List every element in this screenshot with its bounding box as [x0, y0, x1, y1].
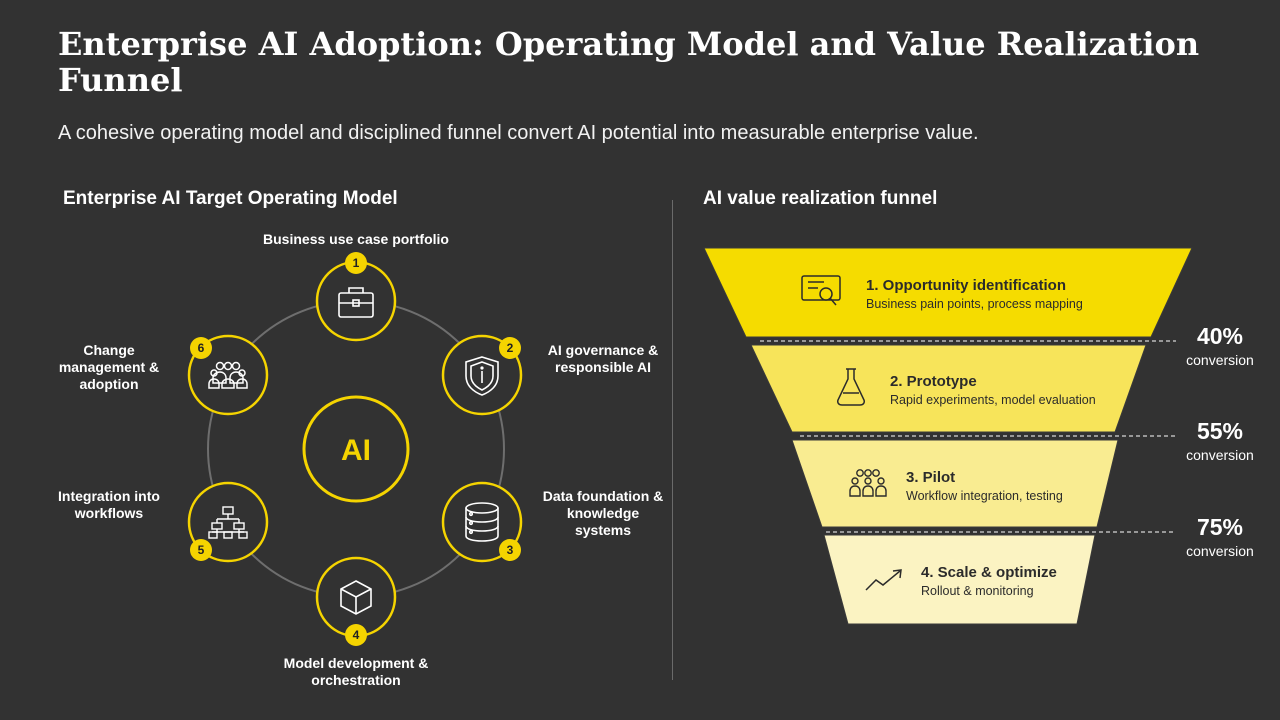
- node-change-management[interactable]: 6: [187, 334, 269, 416]
- conversion-stage1-to-2: 40% conversion: [1186, 323, 1254, 368]
- node-number: 3: [507, 543, 514, 557]
- node-label-business-use-case: Business use case portfolio: [263, 231, 449, 247]
- value-funnel: 1. Opportunity identification Business p…: [703, 247, 1254, 625]
- briefcase-icon: [338, 287, 374, 318]
- operating-model-diagram: AI 1 2: [187, 252, 523, 646]
- database-icon: [465, 502, 499, 542]
- node-number-badge: [345, 252, 367, 274]
- conversion-label: conversion: [1186, 447, 1254, 463]
- node-circle: [187, 481, 269, 563]
- cube-icon: [340, 580, 372, 615]
- node-business-use-case[interactable]: 1: [315, 252, 397, 342]
- funnel-stage-pilot[interactable]: 3. Pilot Workflow integration, testing: [791, 439, 1119, 528]
- stage-title: 1. Opportunity identification: [866, 277, 1066, 294]
- stage-shape: [823, 534, 1096, 625]
- node-number-badge: [499, 539, 521, 561]
- node-number-badge: [190, 539, 212, 561]
- node-number: 4: [353, 628, 360, 642]
- stage-description: Rapid experiments, model evaluation: [890, 393, 1096, 407]
- workflow-icon: [208, 506, 248, 539]
- stage-title: 2. Prototype: [890, 373, 977, 390]
- conversion-stage3-to-4: 75% conversion: [1186, 514, 1254, 559]
- flask-icon: [837, 368, 865, 406]
- node-number-badge: [499, 337, 521, 359]
- funnel-stage-opportunity[interactable]: 1. Opportunity identification Business p…: [703, 247, 1193, 338]
- node-number: 2: [507, 341, 514, 355]
- page-title: Enterprise AI Adoption: Operating Model …: [58, 25, 1200, 99]
- funnel-stage-scale[interactable]: 4. Scale & optimize Rollout & monitoring: [823, 534, 1096, 625]
- node-label-integration-workflows: Integration into workflows: [58, 488, 160, 521]
- page-subtitle: A cohesive operating model and disciplin…: [58, 122, 979, 144]
- stage-title: 3. Pilot: [906, 469, 955, 486]
- node-label-data-foundation: Data foundation & knowledge systems: [542, 488, 664, 538]
- node-number-badge: [190, 337, 212, 359]
- node-number-badge: [345, 624, 367, 646]
- node-model-development[interactable]: 4: [315, 556, 397, 646]
- document-search-icon: [801, 275, 841, 306]
- node-number: 1: [353, 256, 360, 270]
- stage-description: Rollout & monitoring: [921, 584, 1034, 598]
- shield-icon: [465, 356, 499, 396]
- stage-shape: [750, 344, 1147, 433]
- stage-title: 4. Scale & optimize: [921, 564, 1057, 581]
- center-node: AI: [302, 395, 410, 503]
- funnel-heading: AI value realization funnel: [703, 188, 938, 209]
- conversion-value: 40%: [1197, 323, 1243, 349]
- stage-description: Workflow integration, testing: [906, 489, 1063, 503]
- conversion-value: 55%: [1197, 418, 1243, 444]
- stage-description: Business pain points, process mapping: [866, 297, 1083, 311]
- conversion-label: conversion: [1186, 352, 1254, 368]
- people-icon: [208, 361, 248, 389]
- center-label: AI: [341, 434, 371, 467]
- node-number: 5: [198, 543, 205, 557]
- conversion-value: 75%: [1197, 514, 1243, 540]
- stage-shape: [791, 439, 1119, 528]
- conversion-label: conversion: [1186, 543, 1254, 559]
- node-integration-workflows[interactable]: 5: [187, 481, 269, 563]
- stage-shape: [703, 247, 1193, 338]
- trend-up-icon: [865, 569, 902, 591]
- node-label-change-management: Change management & adoption: [58, 342, 160, 392]
- node-number: 6: [198, 341, 205, 355]
- node-ai-governance[interactable]: 2: [441, 334, 523, 416]
- operating-model-heading: Enterprise AI Target Operating Model: [63, 188, 398, 209]
- node-label-model-development: Model development & orchestration: [283, 655, 429, 688]
- node-data-foundation[interactable]: 3: [441, 481, 523, 563]
- funnel-stage-prototype[interactable]: 2. Prototype Rapid experiments, model ev…: [750, 344, 1147, 433]
- team-icon: [849, 469, 887, 497]
- conversion-stage2-to-3: 55% conversion: [1186, 418, 1254, 463]
- node-label-ai-governance: AI governance & responsible AI: [547, 342, 659, 375]
- section-divider: [672, 200, 673, 680]
- center-circle: [302, 395, 410, 503]
